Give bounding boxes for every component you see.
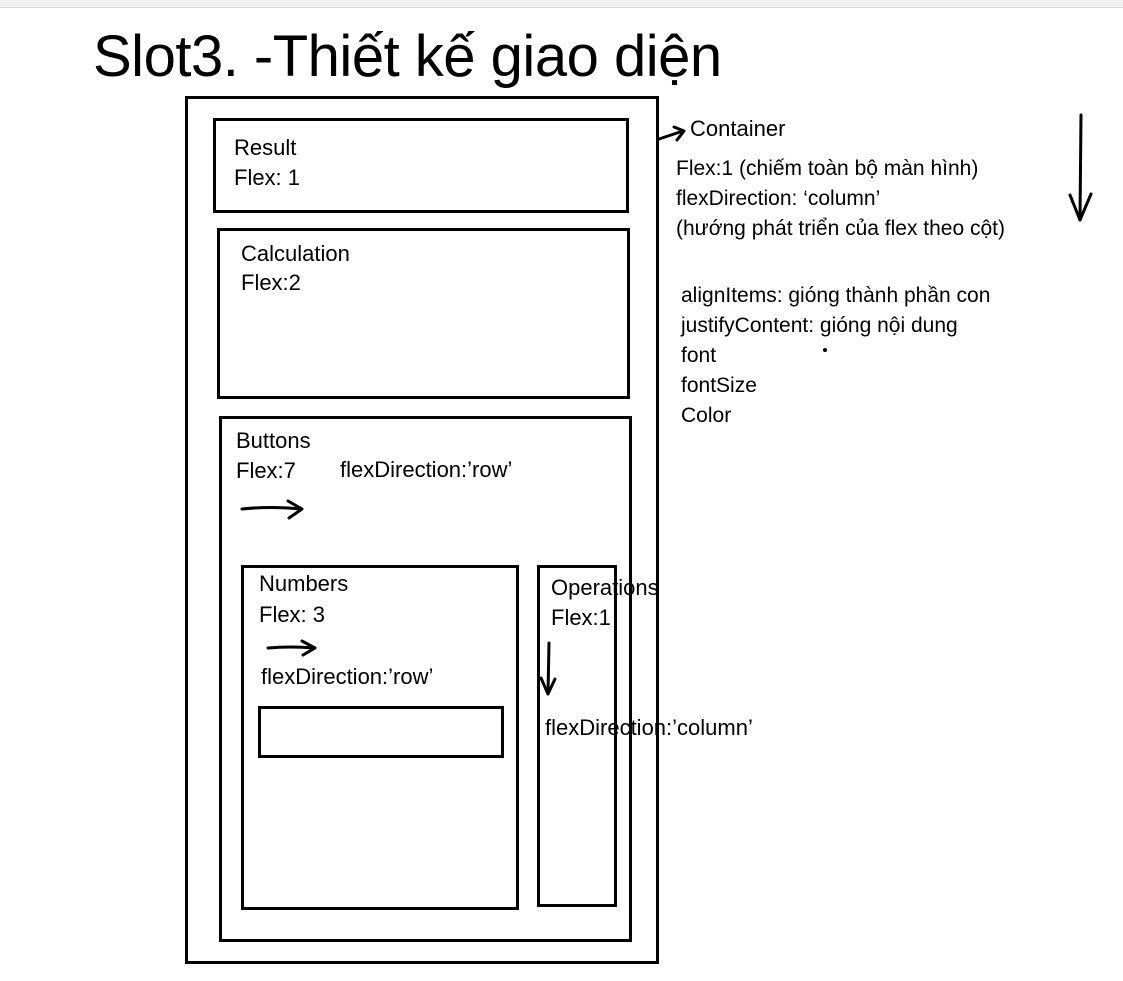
buttons-flex: Flex:7 (236, 458, 296, 483)
container-note-explanation: (hướng phát triển của flex theo cột) (676, 217, 1006, 240)
number-button-box (258, 706, 504, 758)
property-justify-content: justifyContent: gióng nội dung (681, 314, 958, 337)
numbers-flex: Flex: 3 (259, 602, 326, 627)
container-label: Container (690, 116, 786, 141)
container-box (185, 96, 659, 964)
result-label: Result (234, 135, 297, 160)
operations-label: Operations (551, 575, 659, 600)
operations-flex: Flex:1 (551, 605, 611, 630)
result-flex: Flex: 1 (234, 165, 301, 190)
ink-dot (823, 348, 827, 352)
property-color: Color (681, 404, 732, 427)
calculation-flex: Flex:2 (241, 270, 301, 295)
property-align-items: alignItems: gióng thành phần con (681, 284, 991, 307)
buttons-label: Buttons (236, 428, 311, 453)
property-font: font (681, 344, 717, 367)
property-font-size: fontSize (681, 374, 757, 397)
buttons-box (219, 416, 632, 942)
container-note-flex: Flex:1 (chiếm toàn bộ màn hình) (676, 157, 979, 180)
calculation-label: Calculation (241, 241, 350, 266)
page-title: Slot3. -Thiết kế giao diện (93, 24, 722, 89)
operations-direction: flexDirection:’column’ (545, 715, 753, 740)
column-direction-arrow-icon (1068, 113, 1093, 222)
buttons-direction: flexDirection:’row’ (340, 457, 513, 482)
numbers-label: Numbers (259, 571, 349, 596)
operations-box (537, 565, 617, 907)
container-pointer-arrow-icon (657, 125, 686, 142)
numbers-box (241, 565, 519, 910)
result-box (213, 118, 629, 213)
calculation-box (217, 228, 630, 399)
container-note-direction: flexDirection: ‘column’ (676, 187, 881, 210)
numbers-direction: flexDirection:’row’ (261, 664, 434, 689)
window-top-bar (0, 0, 1123, 8)
